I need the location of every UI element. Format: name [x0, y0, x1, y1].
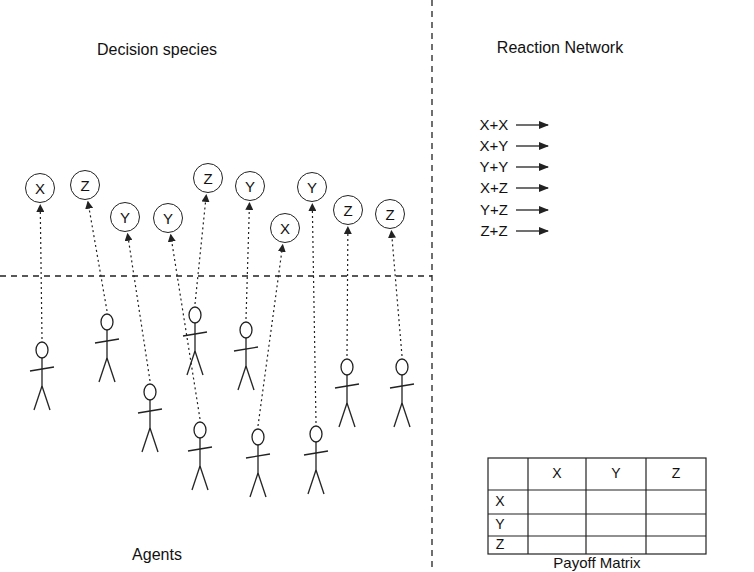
species-letter: Y — [245, 179, 255, 194]
table-header: X — [552, 466, 561, 481]
species-letter: Z — [343, 203, 352, 218]
reaction: X+X — [480, 117, 509, 134]
agent-pointer — [391, 231, 402, 356]
agent-pointer — [258, 245, 283, 426]
reaction: X+Z — [480, 180, 508, 197]
species-circle: Z — [375, 199, 405, 229]
species-circle: Y — [235, 171, 265, 201]
reaction: Y+Y — [480, 159, 509, 176]
agent-figures — [30, 307, 414, 497]
agent-pointer — [88, 202, 107, 311]
reaction-arrows — [516, 125, 548, 231]
species-circle: X — [25, 173, 55, 203]
species-letter: Y — [120, 210, 130, 225]
table-header: Y — [611, 466, 620, 481]
agent-pointer — [312, 204, 316, 423]
section-title: Reaction Network — [497, 39, 623, 57]
section-title: Agents — [132, 546, 182, 564]
agent-pointer — [195, 195, 206, 304]
agent-pointer — [346, 227, 348, 356]
agent-pointer — [128, 234, 150, 381]
reaction: X+Y — [480, 138, 509, 155]
reaction: Y+Z — [480, 202, 508, 219]
species-circle: Z — [70, 170, 100, 200]
table-row-label: Y — [495, 517, 504, 532]
agent-pointer — [40, 205, 42, 339]
divider-vertical — [431, 0, 432, 572]
species-letter: Z — [203, 171, 212, 186]
species-letter: Y — [307, 180, 317, 195]
species-circle: Z — [333, 195, 363, 225]
payoff-table-grid — [488, 458, 706, 554]
species-circle: X — [270, 213, 300, 243]
species-circle: Y — [153, 203, 183, 233]
agent-pointers — [40, 195, 402, 426]
table-row-label: X — [495, 494, 504, 509]
species-circle: Y — [297, 172, 327, 202]
agent-pointer — [246, 203, 249, 319]
species-letter: Z — [385, 207, 394, 222]
agent-pointer — [171, 235, 200, 419]
divider-horizontal — [0, 275, 432, 276]
table-row-label: Z — [496, 537, 505, 552]
section-title: Payoff Matrix — [553, 555, 640, 572]
reaction: Z+Z — [480, 223, 507, 240]
section-title: Decision species — [97, 41, 217, 59]
species-circle: Z — [193, 163, 223, 193]
species-letter: X — [35, 181, 45, 196]
table-header: Z — [672, 466, 681, 481]
species-letter: X — [280, 221, 290, 236]
species-letter: Y — [163, 211, 173, 226]
species-circle: Y — [110, 202, 140, 232]
species-letter: Z — [80, 178, 89, 193]
